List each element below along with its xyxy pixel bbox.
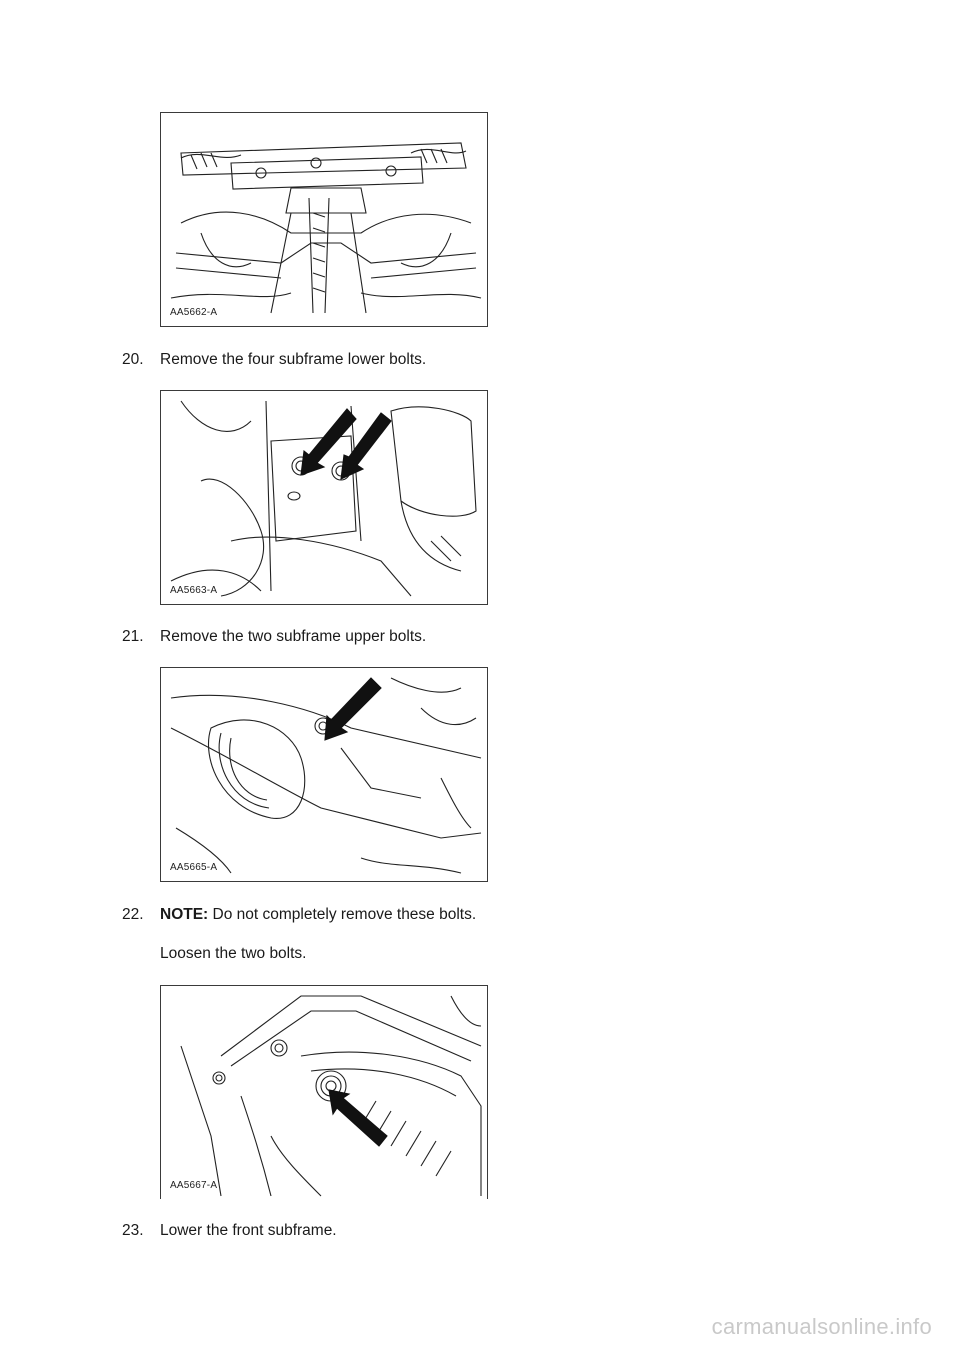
figure-loosen-bolts: AA5667-A — [160, 985, 488, 1199]
step-20: 20. Remove the four subframe lower bolts. — [122, 351, 426, 369]
step-23: 23. Lower the front subframe. — [122, 1222, 337, 1240]
step-22-text: Loosen the two bolts. — [160, 945, 307, 962]
subframe-jack-illustration — [170, 142, 482, 314]
step-number: 22. — [122, 906, 144, 923]
step-22: 22. NOTE: Do not completely remove these … — [122, 906, 476, 924]
step-number: 23. — [122, 1222, 144, 1239]
note-label: NOTE: — [160, 906, 209, 923]
figure-code: AA5663-A — [170, 585, 218, 596]
figure-lower-bolts: AA5663-A — [160, 390, 488, 605]
step-text: Remove the two subframe upper bolts. — [160, 628, 427, 645]
figure-code: AA5665-A — [170, 862, 218, 873]
figure-code: AA5667-A — [170, 1180, 218, 1191]
upper-bolts-illustration — [170, 677, 482, 874]
loosen-bolts-illustration — [180, 995, 482, 1197]
watermark: carmanualsonline.info — [711, 1314, 932, 1339]
step-21: 21. Remove the two subframe upper bolts. — [122, 628, 426, 646]
figure-code: AA5662-A — [170, 307, 218, 318]
step-text: Lower the front subframe. — [160, 1222, 337, 1239]
step-text: Remove the four subframe lower bolts. — [160, 351, 427, 368]
step-number: 20. — [122, 351, 144, 368]
lower-bolts-illustration — [170, 400, 477, 597]
note-text: Do not completely remove these bolts. — [208, 906, 477, 923]
figure-subframe-jack: AA5662-A — [160, 112, 488, 327]
step-number: 21. — [122, 628, 144, 645]
figure-upper-bolts: AA5665-A — [160, 667, 488, 882]
